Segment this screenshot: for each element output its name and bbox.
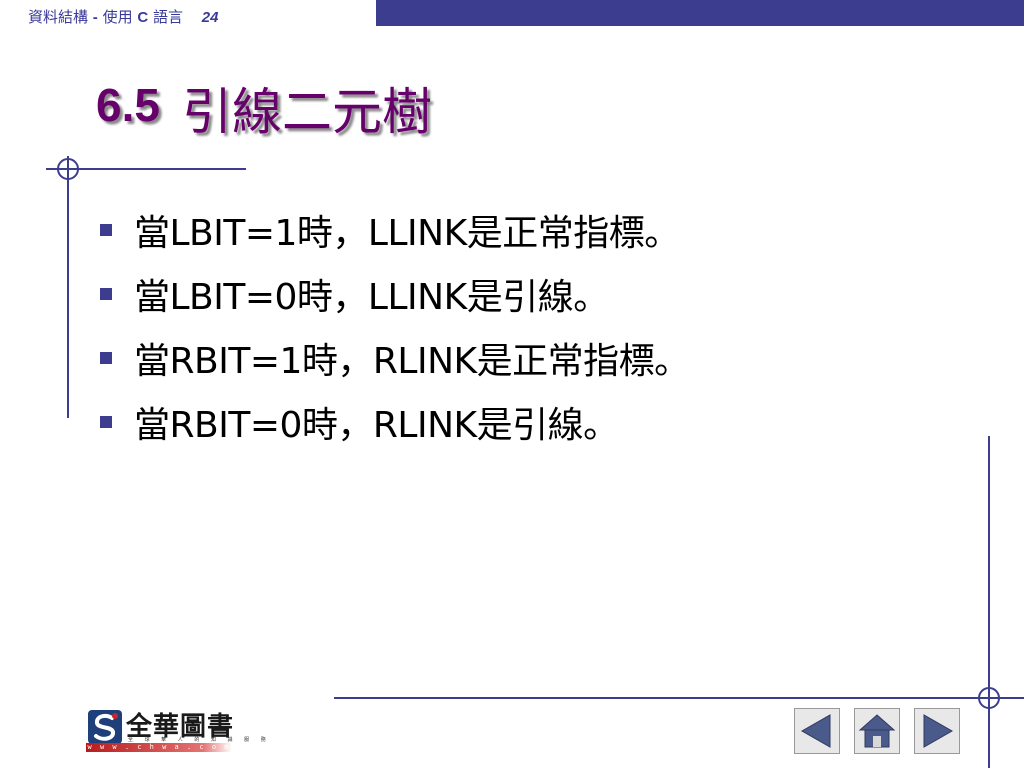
next-slide-button[interactable]	[914, 708, 960, 754]
page-number: 24	[201, 9, 219, 26]
square-bullet-icon	[100, 288, 112, 300]
publisher-name: 全華圖書	[126, 712, 235, 742]
left-triangle-icon	[800, 714, 831, 748]
subtitle-suffix: 語言	[153, 8, 184, 26]
header-bar	[376, 0, 1024, 26]
section-title: 引線二元樹	[181, 83, 432, 141]
lower-crosshair-circle	[978, 687, 1000, 709]
publisher-logo: 全華圖書 全 球 華 人 的 知 識 服 務 w w w . c h w a .…	[86, 706, 266, 760]
language-name: C	[137, 9, 149, 26]
upper-horizontal-rule	[46, 168, 246, 170]
upper-crosshair-circle	[57, 158, 79, 180]
left-vertical-rule	[67, 156, 69, 418]
list-item: 當RBIT=1時，RLINK是正常指標。	[100, 326, 690, 390]
bullet-text: 當LBIT=0時，LLINK是引線。	[134, 277, 609, 318]
slide-header: 資料結構 - 使用 C 語言 24	[28, 6, 218, 27]
bullet-list: 當LBIT=1時，LLINK是正常指標。 當LBIT=0時，LLINK是引線。 …	[100, 198, 690, 454]
right-triangle-icon	[923, 714, 954, 748]
previous-slide-button[interactable]	[794, 708, 840, 754]
course-title: 資料結構	[28, 8, 89, 26]
bullet-text: 當LBIT=1時，LLINK是正常指標。	[134, 213, 680, 254]
subtitle-prefix: 使用	[102, 8, 133, 26]
bullet-text: 當RBIT=1時，RLINK是正常指標。	[134, 341, 690, 382]
publisher-tagline: 全 球 華 人 的 知 識 服 務	[128, 737, 271, 743]
list-item: 當LBIT=1時，LLINK是正常指標。	[100, 198, 690, 262]
list-item: 當LBIT=0時，LLINK是引線。	[100, 262, 690, 326]
square-bullet-icon	[100, 352, 112, 364]
list-item: 當RBIT=0時，RLINK是引線。	[100, 390, 690, 454]
square-bullet-icon	[100, 224, 112, 236]
header-separator: -	[92, 9, 98, 26]
right-vertical-rule	[988, 436, 990, 768]
section-number: 6.5	[96, 79, 160, 131]
square-bullet-icon	[100, 416, 112, 428]
home-button[interactable]	[854, 708, 900, 754]
lower-horizontal-rule	[334, 697, 1024, 699]
home-icon	[858, 714, 896, 748]
publisher-url: w w w . c h w a . c o m . t w	[86, 743, 232, 760]
bullet-text: 當RBIT=0時，RLINK是引線。	[134, 405, 619, 446]
slide-title: 6.5 引線二元樹	[96, 72, 432, 142]
publisher-logo-mark-icon	[88, 710, 122, 744]
